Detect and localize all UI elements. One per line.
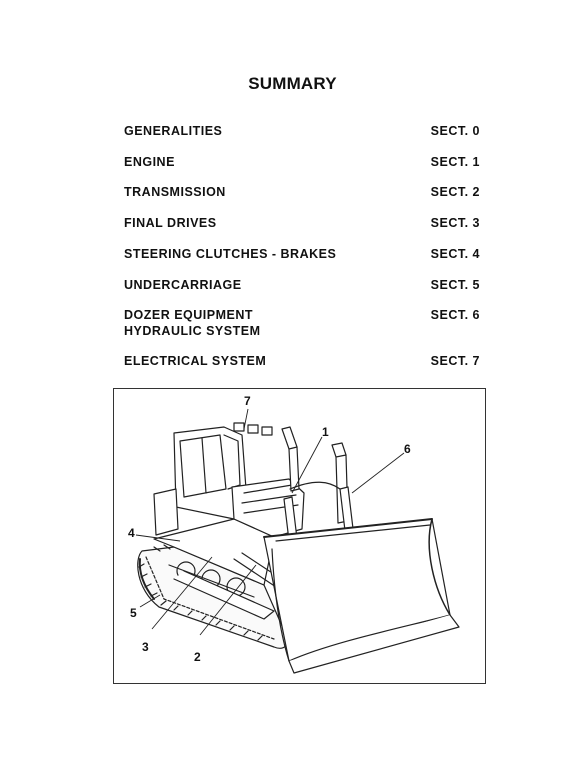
toc-label: ELECTRICAL SYSTEM — [124, 354, 267, 368]
toc-section: SECT. 5 — [430, 278, 480, 292]
bulldozer-drawing: 1 2 3 4 5 6 7 — [128, 394, 460, 674]
toc-label: DOZER EQUIPMENT HYDRAULIC SYSTEM — [124, 308, 261, 338]
callout-label: 4 — [128, 526, 135, 540]
callout-label: 2 — [194, 650, 201, 664]
callout-label: 3 — [142, 640, 149, 654]
toc-label: ENGINE — [124, 155, 175, 169]
toc-label: GENERALITIES — [124, 124, 223, 138]
toc-label: TRANSMISSION — [124, 185, 226, 199]
page-title: SUMMARY — [248, 74, 337, 93]
callout-label: 7 — [244, 394, 251, 408]
toc-label: FINAL DRIVES — [124, 216, 217, 230]
callout-label: 5 — [130, 606, 137, 620]
callout-label: 1 — [322, 425, 329, 439]
toc-label: STEERING CLUTCHES - BRAKES — [124, 247, 337, 261]
toc-label: UNDERCARRIAGE — [124, 278, 242, 292]
bulldozer-illustration: 1 2 3 4 5 6 7 — [113, 388, 486, 684]
callout-label: 6 — [404, 442, 411, 456]
toc-section: SECT. 2 — [430, 185, 480, 199]
toc-section: SECT. 7 — [430, 354, 480, 368]
toc-section: SECT. 4 — [430, 247, 480, 261]
toc-section: SECT. 6 — [430, 308, 480, 322]
toc-section: SECT. 1 — [430, 155, 480, 169]
toc-section: SECT. 3 — [430, 216, 480, 230]
toc-section: SECT. 0 — [430, 124, 480, 138]
